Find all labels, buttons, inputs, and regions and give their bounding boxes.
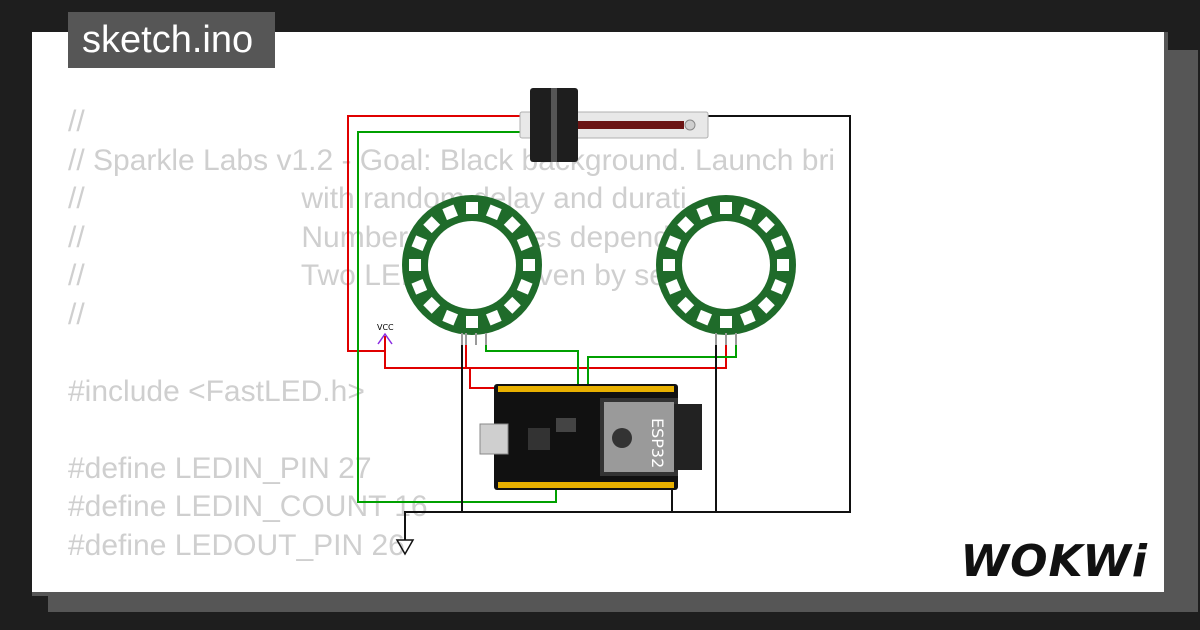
wire-green-ring1	[485, 333, 579, 388]
led-pixel	[665, 278, 682, 295]
led-pixel	[409, 259, 421, 271]
led-pixel	[485, 309, 502, 326]
file-name-tab[interactable]: sketch.ino	[68, 12, 276, 68]
wire-black-gnd	[404, 115, 851, 540]
led-pixel	[739, 309, 756, 326]
led-pixel	[663, 259, 675, 271]
led-pixel	[757, 296, 775, 314]
wire-red-main	[384, 336, 496, 389]
code-line: #define LEDIN_PIN 27	[68, 451, 372, 485]
led-pixel	[466, 316, 478, 328]
led-pixel	[770, 235, 787, 252]
led-pixel	[739, 204, 756, 221]
slide-potentiometer[interactable]	[519, 88, 709, 162]
code-line: // Sparkle Labs v1.2 - Goal: Black backg…	[68, 143, 836, 177]
led-pixel	[770, 278, 787, 295]
led-pixel	[777, 259, 789, 271]
led-pixel	[423, 296, 441, 314]
led-pixel	[411, 235, 428, 252]
code-line: //	[68, 105, 85, 138]
code-line: // with random delay and durati	[68, 182, 687, 215]
mcu-label: ESP32	[648, 418, 667, 468]
code-preview: // // Sparkle Labs v1.2 - Goal: Black bac…	[68, 103, 835, 565]
led-pixel	[516, 235, 533, 252]
led-pixel	[696, 204, 713, 221]
ground-icon	[395, 539, 415, 556]
esp32-board[interactable]: ESP32	[479, 384, 702, 490]
led-pixel	[720, 316, 732, 328]
code-line: #define LEDIN_COUNT 16	[68, 490, 428, 523]
led-ring-1[interactable]	[402, 195, 542, 345]
code-line: #define LEDOUT_PIN 26	[68, 528, 405, 562]
led-pixel	[720, 202, 732, 214]
led-pixel	[485, 204, 502, 221]
led-pixel	[442, 204, 459, 221]
wire-green-ring2	[587, 333, 737, 388]
led-pixel	[423, 216, 441, 234]
led-pixel	[503, 216, 521, 234]
vcc-symbol: VCC	[377, 323, 394, 345]
wire-green-pot	[357, 131, 557, 503]
led-pixel	[516, 278, 533, 295]
led-pixel	[696, 309, 713, 326]
led-pixel	[523, 259, 535, 271]
led-pixel	[677, 216, 695, 234]
led-pixel	[411, 278, 428, 295]
led-pixel	[677, 296, 695, 314]
vcc-label: VCC	[377, 323, 394, 332]
code-line: //	[68, 297, 85, 331]
led-pixel	[757, 216, 775, 234]
led-pixel	[665, 235, 682, 252]
led-ring-2[interactable]	[656, 195, 796, 345]
code-line: #include <FastLED.h>	[68, 374, 365, 408]
led-pixel	[442, 309, 459, 326]
led-pixel	[466, 202, 478, 214]
wokwi-logo: WOKWi	[960, 536, 1148, 587]
wires	[347, 115, 851, 540]
